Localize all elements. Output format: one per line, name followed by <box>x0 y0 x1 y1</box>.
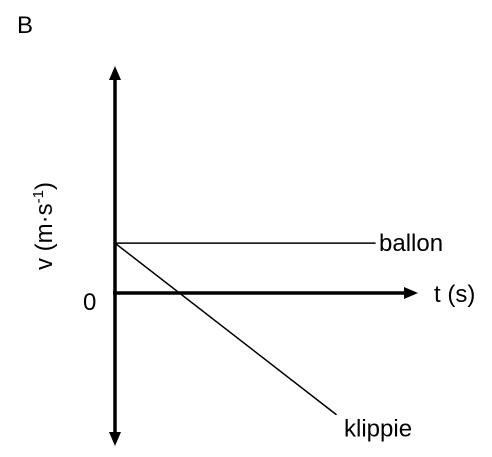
y-axis-label-sup: -1 <box>30 190 47 203</box>
panel-label: B <box>17 12 33 39</box>
y-axis-label-close: ) <box>31 182 58 190</box>
x-axis-label: t (s) <box>434 281 475 308</box>
series-line-klippie <box>114 242 337 416</box>
series-label-ballon: ballon <box>379 230 443 257</box>
series-label-klippie: klippie <box>344 415 412 442</box>
y-axis-label-main: v (m·s <box>31 203 58 270</box>
y-axis-label: v (m·s-1) <box>30 182 58 270</box>
origin-label: 0 <box>83 289 96 316</box>
